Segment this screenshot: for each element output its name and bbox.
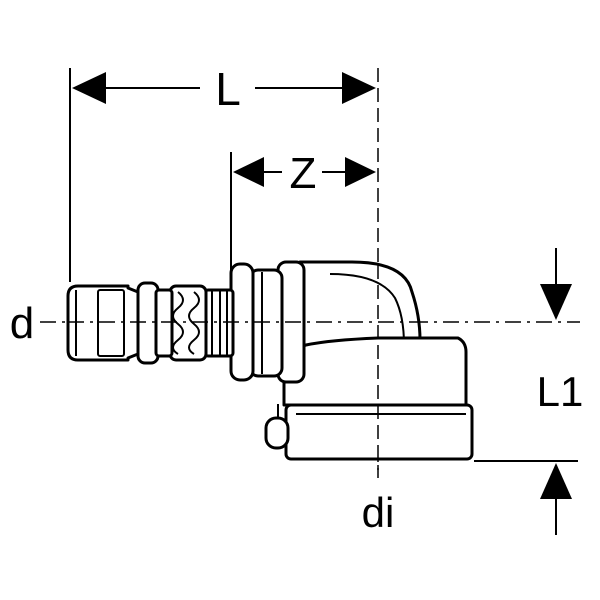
press-flange-middle [248, 268, 284, 378]
outlet-socket [282, 336, 468, 407]
arrow-head-z-left [233, 157, 264, 187]
dimension-label-d: d [10, 299, 34, 348]
dimension-l1: L1 [474, 248, 583, 535]
dimension-label-l1: L1 [537, 368, 584, 415]
dimension-z: Z [230, 149, 376, 270]
elbow-inner-curve [329, 273, 405, 346]
arrow-head-right [342, 72, 376, 104]
dimension-l: L [69, 63, 379, 470]
dimension-label-di: di [362, 489, 395, 536]
arrow-head-left [72, 72, 106, 104]
arrow-head-l1-bottom [540, 463, 572, 499]
grip-ring-spiral-2 [188, 291, 200, 355]
dimension-label-z: Z [290, 149, 317, 198]
dimension-label-l: L [215, 63, 241, 115]
arrow-head-l1-top [540, 284, 572, 320]
spigot-band [97, 289, 125, 357]
arrow-head-z-right [345, 157, 376, 187]
spacer-ring [154, 288, 174, 358]
side-knob [264, 416, 290, 450]
fitting-body [66, 260, 474, 461]
grip-ring-spiral [172, 291, 184, 355]
